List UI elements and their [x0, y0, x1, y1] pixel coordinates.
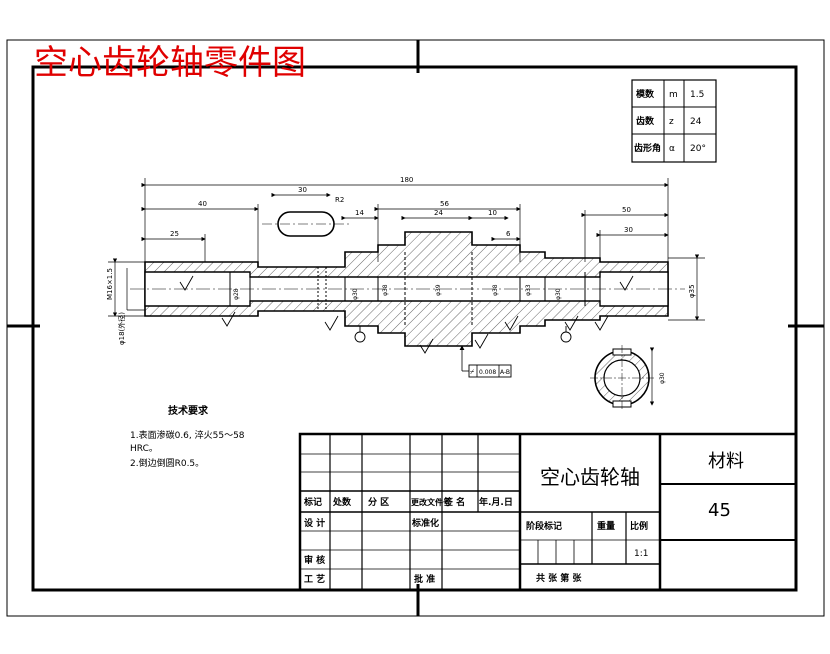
svg-text:标准化: 标准化	[411, 517, 439, 529]
svg-text:分 区: 分 区	[368, 496, 389, 508]
svg-text:共 张 第 张: 共 张 第 张	[536, 572, 582, 584]
svg-text:φ39: φ39	[435, 284, 442, 296]
param-value: 20°	[690, 144, 706, 154]
svg-text:设 计: 设 计	[304, 517, 325, 529]
param-symbol: m	[669, 90, 678, 100]
dim-d5: 24	[434, 209, 443, 217]
svg-text:签 名: 签 名	[443, 496, 465, 508]
param-symbol: α	[669, 144, 675, 154]
param-value: 1.5	[690, 90, 704, 100]
svg-text:φ28: φ28	[233, 288, 240, 300]
svg-text:φ30: φ30	[659, 372, 666, 384]
svg-text:1:1: 1:1	[634, 549, 648, 559]
dim-d3: 30	[298, 186, 307, 194]
svg-text:⌿: ⌿	[470, 368, 475, 376]
svg-text:重量: 重量	[597, 520, 615, 532]
dim-left-thread: φ18(外径)	[117, 312, 126, 345]
svg-text:φ30: φ30	[555, 288, 562, 300]
tech-req-line-1b: HRC。	[130, 444, 158, 454]
outer-frame	[6, 39, 825, 617]
svg-text:φ30: φ30	[352, 288, 359, 300]
dim-d4: 56	[440, 200, 449, 208]
dimension-texts: 180 40 25 30 14 56 24 10 6 50 30 R2 M16×…	[106, 176, 696, 345]
svg-text:审 核: 审 核	[304, 554, 325, 566]
shaft-section	[130, 231, 685, 347]
dim-d10: 6	[506, 230, 511, 238]
svg-text:A-B: A-B	[500, 369, 510, 376]
param-label: 齿数	[636, 115, 655, 127]
datum-circles	[354, 326, 572, 343]
tech-req-heading: 技术要求	[168, 404, 209, 417]
part-name: 空心齿轮轴	[540, 465, 640, 489]
svg-text:比例: 比例	[630, 520, 648, 532]
keyway-view	[277, 211, 335, 237]
dim-overall: 180	[400, 176, 413, 184]
svg-text:0.008: 0.008	[479, 369, 496, 376]
technical-requirements: 技术要求 1.表面渗碳0.6, 淬火55～58 HRC。 2.倒边倒圆R0.5。	[130, 404, 245, 469]
roughness-symbols	[179, 275, 634, 354]
dim-r: R2	[335, 196, 344, 204]
dim-d2: 25	[170, 230, 179, 238]
dim-d9: 14	[355, 209, 364, 217]
tech-req-line-1: 1.表面渗碳0.6, 淬火55～58	[130, 429, 245, 441]
tech-req-line-2: 2.倒边倒圆R0.5。	[130, 457, 204, 469]
spline-section-view: φ30	[590, 345, 666, 410]
tolerance-frame: ⌿ 0.008 A-B	[459, 345, 512, 378]
dim-d6: 10	[488, 209, 497, 217]
param-value: 24	[690, 117, 702, 127]
svg-text:φ38: φ38	[492, 284, 499, 296]
drawing-title: 空心齿轮轴零件图	[34, 43, 306, 83]
internal-dims: φ28 φ30 φ38 φ39 φ38 φ33 φ30	[233, 284, 562, 300]
svg-text:φ38: φ38	[382, 284, 389, 296]
svg-text:更改文件号: 更改文件号	[411, 497, 451, 507]
svg-text:批 准: 批 准	[414, 573, 435, 585]
dim-d7: 50	[622, 206, 631, 214]
dim-right-dia: φ35	[688, 284, 696, 298]
dim-left-dia: M16×1.5	[106, 268, 114, 300]
param-label: 齿形角	[634, 142, 661, 154]
svg-text:标记: 标记	[303, 496, 322, 508]
dim-d1: 40	[198, 200, 207, 208]
svg-text:工 艺: 工 艺	[304, 573, 325, 585]
title-block	[298, 432, 798, 592]
dim-d8: 30	[624, 226, 633, 234]
material-label: 材料	[708, 451, 744, 472]
svg-text:阶段标记: 阶段标记	[526, 520, 562, 532]
param-label: 模数	[636, 88, 655, 100]
svg-text:处数: 处数	[332, 496, 352, 508]
svg-text:年.月.日: 年.月.日	[479, 496, 513, 508]
gear-parameter-table: 模数 m 1.5 齿数 z 24 齿形角 α 20°	[631, 79, 717, 163]
param-symbol: z	[669, 117, 674, 127]
material-value: 45	[708, 500, 731, 521]
title-block-text: 空心齿轮轴 材料 45 标记 处数 分 区 更改文件号 签 名 年.月.日 设 …	[303, 451, 744, 585]
svg-text:φ33: φ33	[525, 284, 532, 296]
